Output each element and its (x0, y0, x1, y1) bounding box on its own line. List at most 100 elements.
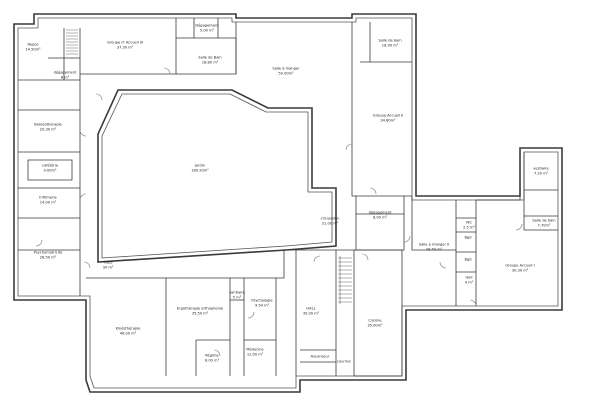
room-groupe-3: Groupe d' Accueil III 37.30 m² (107, 40, 143, 49)
room-psychologie: Psychologie 9.50 m² (251, 298, 272, 307)
room-name: vestiaire (533, 166, 549, 171)
room-salle-bain-far: Salle de bain 7.70m² (532, 218, 555, 227)
room-area: 5.00 m² (199, 28, 215, 32)
room-area: 35.00m² (367, 323, 383, 327)
room-salle-manger-2: Salle à manger II 29.50 m² (419, 242, 449, 251)
room-kinestherapie: Kinésthérapie 46.00 m² (116, 326, 141, 335)
room-jardin: Jardin 189.20m² (191, 163, 209, 172)
room-area: 29.50 m² (425, 247, 443, 251)
room-area: 28.50 m² (39, 255, 57, 259)
room-area: 9.50 m² (254, 303, 270, 307)
room-area: 34.80m² (380, 118, 396, 122)
room-area: 7.20 m² (533, 171, 549, 175)
room-name: Hall (465, 275, 473, 280)
room-name: Ascenseur (310, 354, 330, 359)
room-regime: Régime 6.00 m² (205, 353, 219, 362)
room-hall-small: Hall 9 m² (465, 275, 473, 284)
room-area: 2.5 m² (463, 225, 475, 229)
top-wing-walls (80, 18, 412, 197)
room-name: Salle de Bain (198, 55, 222, 60)
room-ascenseur: Ascenseur (311, 355, 330, 360)
room-name: Médecine (246, 347, 264, 352)
room-area: 30.30 m² (511, 268, 529, 272)
room-salle-bain-top: Salle de Bain 18.80 m² (198, 55, 221, 64)
room-area: 21.00 m² (321, 221, 339, 225)
room-name: Balnéothérapie (34, 122, 62, 127)
room-name: sanitaire (229, 290, 245, 295)
room-name: Groupe d' Accueil III (107, 40, 143, 45)
room-wc: WC 2.5 m² (463, 220, 475, 229)
room-name: Infirmerie (39, 195, 57, 200)
center-walls (355, 152, 558, 306)
room-name: Salle de bain (378, 38, 402, 43)
room-degagement-top: Dégagement 5.00 m² (195, 23, 218, 32)
room-name: cafétéria (42, 163, 58, 168)
room-repos: Repos 14.50m² (25, 42, 40, 51)
room-salle-manger-1: Salle à manger 50.00m² (272, 66, 299, 75)
room-name: Salle à manger (272, 66, 300, 71)
room-ergotherapie: Ergothérapie orthophonie 35.50 m² (177, 306, 223, 315)
room-name: dégagement (53, 70, 77, 75)
room-hall-main: HALL 35.00 m² (303, 306, 319, 315)
room-name: Salle à manger II (418, 242, 450, 247)
room-name: Salle de bain (532, 218, 556, 223)
left-wing-walls (18, 28, 81, 296)
room-area: 7.70m² (537, 223, 551, 227)
room-area: 30 m² (102, 265, 114, 269)
room-degagement-mid: dégagement 8.00 m² (369, 210, 392, 219)
room-name: Groupe Accueil II (372, 113, 404, 118)
room-name: Régime (205, 353, 219, 358)
room-area: 8.00 m² (372, 215, 388, 219)
room-area: 5 m² (232, 295, 242, 299)
room-cafeteria: cafétéria 9.00m² (42, 163, 58, 172)
room-degagement-left: dégagement 8 m² (54, 70, 77, 79)
room-area: 18.90 m² (381, 43, 399, 47)
room-area: 18.80 m² (201, 60, 219, 64)
room-name: Psychomotricité (33, 250, 63, 255)
room-name: courrier (336, 359, 352, 364)
room-cuisine: Cuisine 35.00m² (367, 318, 382, 327)
room-name: Repos (27, 42, 39, 47)
room-medecine: Médecine 12.00 m² (246, 347, 263, 356)
room-name: Dégagement (195, 23, 219, 28)
room-area: 14.00 m² (39, 200, 57, 204)
room-area: 46.00 m² (119, 331, 137, 335)
room-bloc-a: Bgd (464, 236, 471, 241)
garden-outline (97, 89, 337, 263)
room-area: 12.00 m² (246, 352, 264, 356)
room-area: 189.20m² (191, 168, 209, 172)
room-name: Ergothérapie orthophonie (176, 306, 224, 311)
room-area: 20.30 m² (39, 127, 57, 131)
room-area: 14.50m² (25, 47, 41, 51)
room-area: 9.00m² (43, 168, 57, 172)
room-area: 37.30 m² (116, 45, 134, 49)
room-name: dégagement (368, 210, 392, 215)
room-groupe-2: Groupe Accueil II 34.80m² (373, 113, 403, 122)
door-swings (35, 67, 523, 357)
room-name: Kinésthérapie (115, 326, 141, 331)
room-courrier: courrier (337, 360, 351, 365)
room-name: HALL (306, 306, 316, 311)
room-bloc-b: Bgd (464, 258, 471, 263)
exterior-walls (13, 13, 563, 393)
room-circulation: circulation 21.00 m² (321, 216, 340, 225)
bottom-wing-walls (86, 249, 403, 377)
central-stairs (338, 256, 352, 304)
room-salle-bain-right: Salle de bain 18.90 m² (378, 38, 401, 47)
room-area: 35.00 m² (302, 311, 320, 315)
room-area: 8 m² (60, 75, 70, 79)
room-balneotherapie: Balnéothérapie 20.30 m² (34, 122, 61, 131)
room-vestiaire: vestiaire 7.20 m² (533, 166, 548, 175)
room-infirmerie: Infirmerie 14.00 m² (39, 195, 56, 204)
room-psychomotricite: Psychomotricité 28.50 m² (34, 250, 63, 259)
room-groupe-1: Groupe Accueil I 30.30 m² (505, 263, 534, 272)
room-area: 35.50 m² (191, 311, 209, 315)
room-name: Cuisine (368, 318, 382, 323)
room-area: 9 m² (464, 280, 474, 284)
room-name: Jardin (194, 163, 206, 168)
room-sanitaire: sanitaire 5 m² (229, 290, 245, 299)
room-name: Bgd (464, 257, 472, 262)
room-area: 6.00 m² (204, 358, 220, 362)
room-name: Patio (103, 260, 113, 265)
